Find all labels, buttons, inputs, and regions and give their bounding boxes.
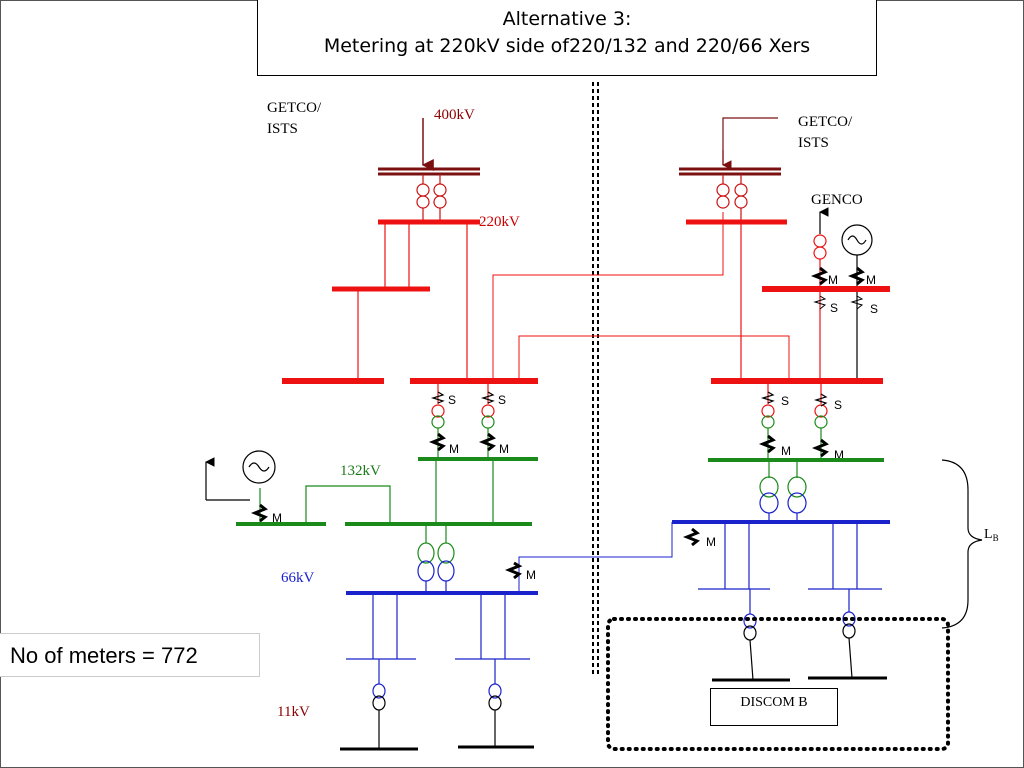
title-box: Alternative 3: Metering at 220kV side of… [257, 0, 877, 76]
tie-line-220kv-b [518, 335, 790, 381]
lb-brace [941, 459, 983, 629]
genco-main-meter-label-2: M [866, 273, 876, 287]
left-export-arrow [205, 457, 250, 501]
label-400kv: 400kV [434, 107, 475, 123]
right-check-meter-label-1: S [781, 394, 789, 408]
right-66kv-meter-label: M [706, 535, 716, 549]
area-divider [592, 82, 599, 675]
left-gen-meter-icon [250, 503, 268, 523]
right-66kv-feeders [698, 522, 882, 614]
left-check-meter-label-2: S [498, 393, 506, 407]
left-ict-transformers [416, 174, 447, 222]
left-gen-meter-label: M [272, 511, 282, 525]
genco-generator [841, 224, 873, 381]
tie-line-meter-label: M [526, 568, 536, 582]
title-line-2: Metering at 220kV side of220/132 and 220… [323, 35, 811, 57]
tie-line-meter-icon [504, 561, 523, 580]
left-main-meter-label-1: M [449, 442, 459, 456]
label-lb: LB [984, 527, 999, 543]
right-main-meter-label-1: M [781, 444, 791, 458]
left-main-meter-label-2: M [499, 442, 509, 456]
label-lb-main: L [984, 527, 993, 542]
label-lb-sub: B [993, 533, 999, 543]
right-220-132-transformers [758, 381, 829, 459]
right-ict-transformers [716, 174, 748, 222]
label-11kv: 11kV [277, 704, 310, 720]
left-220-132-transformers [428, 381, 496, 459]
left-220kv-feeders [357, 222, 468, 381]
left-132-66-transformers [417, 524, 455, 593]
right-main-meter-label-2: M [834, 448, 844, 462]
left-generator [242, 450, 276, 484]
left-66-11-transformers [372, 683, 502, 749]
right-check-meter-label-2: S [834, 398, 842, 412]
label-66kv: 66kV [281, 570, 315, 586]
right-132-66-transformers [759, 460, 807, 522]
right-66kv-meter-icon [682, 527, 700, 547]
tie-line-66kv [518, 522, 673, 593]
genco-main-meter-label-1: M [828, 273, 838, 287]
left-400kv-bus [378, 167, 480, 176]
genco-check-meter-label-1: S [830, 301, 838, 315]
genco-meters [810, 266, 865, 310]
label-genco: GENCO [811, 192, 863, 208]
discom-label: DISCOM B [710, 688, 838, 726]
label-132kv: 132kV [340, 463, 381, 479]
right-66-11-transformers [743, 611, 856, 681]
genco-transformer [813, 234, 827, 381]
right-400kv-bus [679, 167, 781, 176]
discom-boundary [606, 617, 950, 751]
label-220kv: 220kV [479, 214, 520, 230]
label-getco-left-2: ISTS [267, 121, 298, 137]
left-66kv-feeders [346, 593, 530, 684]
left-check-meter-label-1: S [448, 393, 456, 407]
meter-count-label: No of meters = 772 [0, 633, 260, 677]
title-line-1: Alternative 3: [502, 8, 632, 30]
tie-line-220kv-a [492, 212, 724, 381]
label-getco-right-2: ISTS [798, 135, 829, 151]
label-getco-left-1: GETCO/ [267, 100, 322, 116]
right-400kv-infeed-line [722, 117, 778, 165]
label-getco-right-1: GETCO/ [798, 114, 853, 130]
genco-check-meter-label-2: S [870, 302, 878, 316]
